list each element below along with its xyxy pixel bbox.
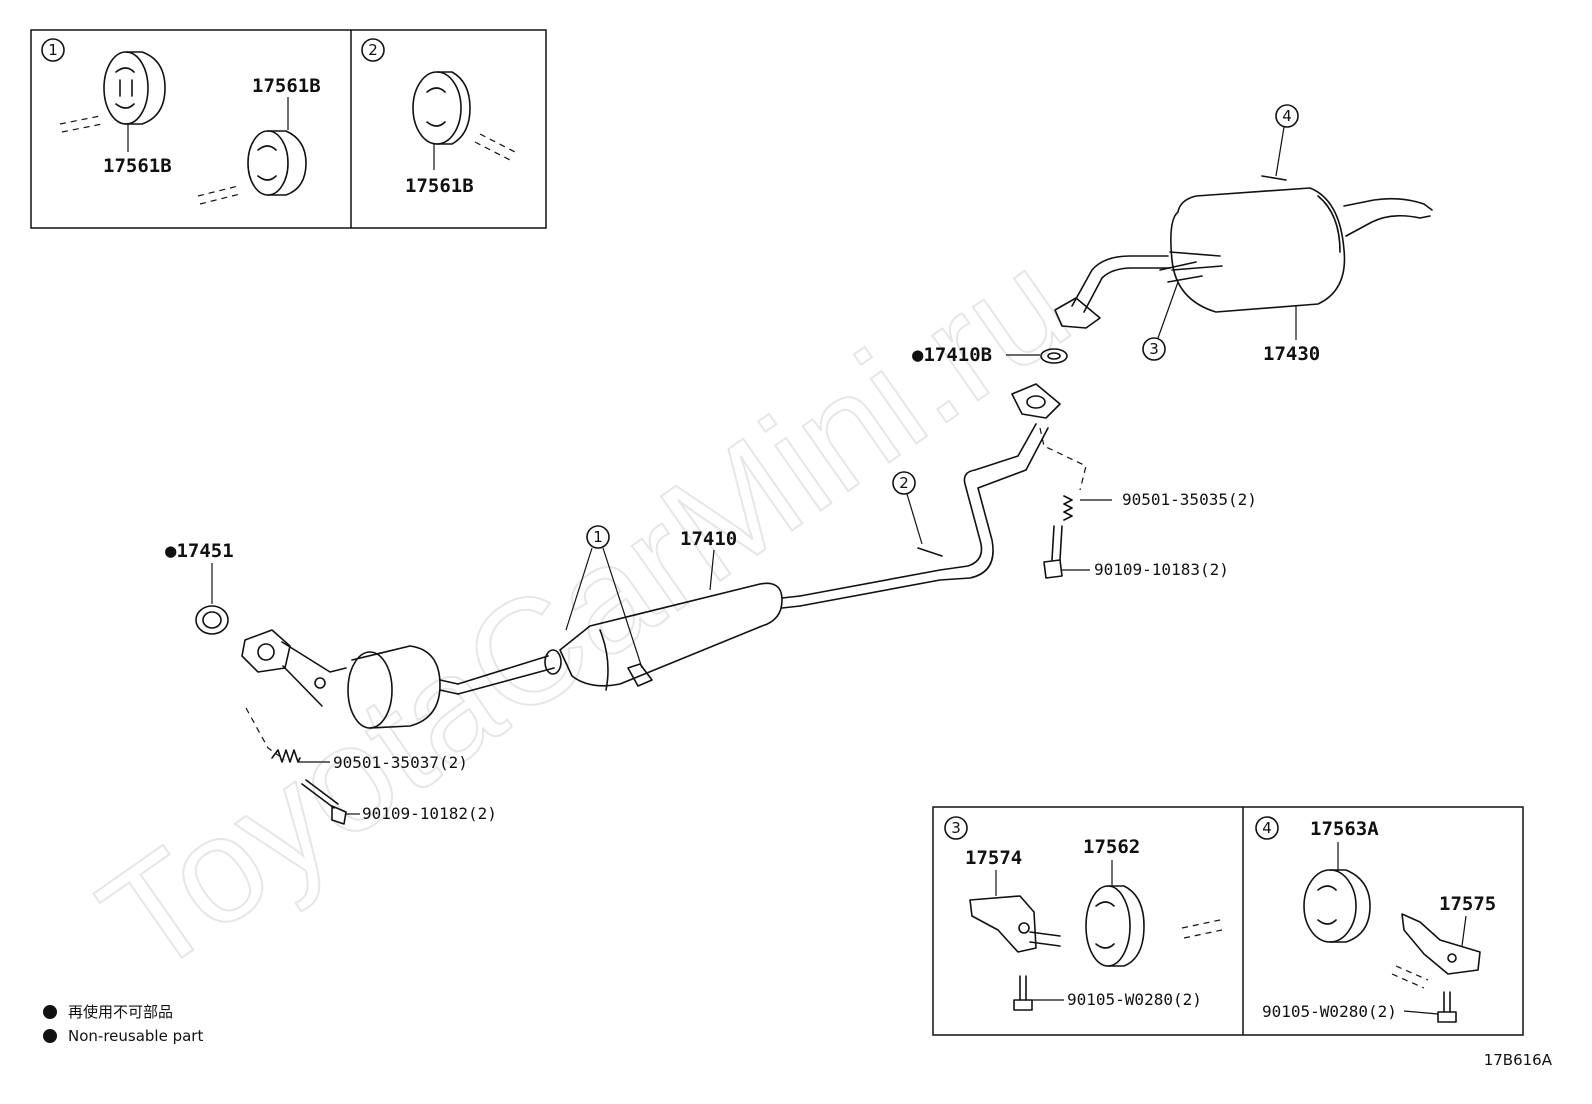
assembly-guide-line — [1039, 427, 1087, 491]
inset-4: 4 17563A 17575 90105-W0280(2) — [1255, 816, 1496, 1023]
gasket-center-icon — [1040, 348, 1068, 364]
rubber-insulator-icon — [1085, 885, 1145, 967]
inset-3-marker — [944, 816, 968, 840]
hanger-bracket-icon — [969, 895, 1061, 953]
label-pipe-assembly: 17410 — [680, 528, 737, 550]
label-bolt-inset3: 90105-W0280(2) — [1067, 990, 1202, 1009]
inset-1-marker-text: 1 — [48, 41, 58, 59]
spring-center-icon — [1063, 495, 1073, 521]
label-17574: 17574 — [965, 847, 1022, 869]
label-17563a: 17563A — [1310, 818, 1379, 840]
rear-muffler-icon — [1054, 175, 1433, 329]
label-17561b-c: 17561B — [405, 175, 474, 197]
inset-4-marker-text: 4 — [1262, 819, 1272, 837]
hanger-rod-icon — [1261, 175, 1287, 181]
inset-4-marker — [1255, 816, 1279, 840]
label-17575: 17575 — [1439, 893, 1496, 915]
label-bolt-front: 90109-10182(2) — [362, 804, 497, 823]
label-bolt-inset4: 90105-W0280(2) — [1262, 1002, 1397, 1021]
hanger-rod-icon — [197, 185, 241, 205]
rubber-insulator-icon — [1303, 869, 1371, 943]
bolt-center-icon — [1043, 525, 1063, 579]
inset-1: 1 17561B 17561B — [41, 38, 321, 205]
svg-text:2: 2 — [899, 474, 909, 492]
label-tail-pipe: 17430 — [1263, 343, 1320, 365]
svg-text:4: 4 — [1282, 107, 1292, 125]
rubber-insulator-icon — [247, 130, 307, 196]
hanger-rod-icon — [1391, 965, 1429, 989]
label-17561b-b: 17561B — [252, 75, 321, 97]
hanger-bracket-icon — [1401, 913, 1481, 975]
legend-japanese: 再使用不可部品 — [68, 1003, 173, 1021]
diagram-code: 17B616A — [1484, 1051, 1553, 1069]
label-gasket-center: ●17410B — [912, 344, 992, 366]
hanger-rod-icon — [59, 115, 103, 133]
inset-2-marker-text: 2 — [368, 41, 378, 59]
inset-3-marker-text: 3 — [951, 819, 961, 837]
bolt-front-icon — [301, 779, 347, 825]
ref-marker-3: 3 — [1142, 281, 1179, 361]
bolt-icon — [1013, 975, 1033, 1011]
svg-text:3: 3 — [1149, 340, 1159, 358]
spring-front-icon — [271, 749, 301, 763]
legend: 再使用不可部品 Non-reusable part — [43, 1003, 203, 1045]
inset-box-bottom — [932, 806, 1524, 1036]
ref-marker-1: 1 — [565, 525, 643, 669]
inset-1-marker — [41, 38, 65, 62]
inset-3: 3 17574 17562 90105-W0280(2) — [944, 816, 1223, 1011]
hanger-rod-icon — [474, 133, 516, 161]
label-17562: 17562 — [1083, 836, 1140, 858]
non-reusable-bullet-icon — [43, 1005, 57, 1019]
hanger-bracket-icon — [1159, 261, 1203, 283]
legend-english: Non-reusable part — [68, 1027, 203, 1045]
inset-box-top — [30, 29, 547, 229]
hanger-bracket-icon — [627, 663, 653, 687]
label-17561b-a: 17561B — [103, 155, 172, 177]
label-gasket-front: ●17451 — [165, 540, 234, 562]
rubber-insulator-icon — [412, 71, 471, 145]
ref-marker-2: 2 — [892, 471, 923, 545]
ref-marker-4: 4 — [1275, 104, 1299, 177]
hanger-rod-icon — [1181, 919, 1223, 939]
label-bolt-center: 90109-10183(2) — [1094, 560, 1229, 579]
gasket-front-icon — [195, 605, 229, 635]
rubber-insulator-icon — [103, 51, 166, 125]
label-spring-front: 90501-35037(2) — [333, 753, 468, 772]
inset-2: 2 17561B — [361, 38, 516, 197]
bolt-icon — [1437, 991, 1457, 1023]
label-spring-center: 90501-35035(2) — [1122, 490, 1257, 509]
front-catalytic-converter-icon — [241, 383, 1061, 729]
inset-2-marker — [361, 38, 385, 62]
svg-text:1: 1 — [593, 528, 603, 546]
non-reusable-bullet-icon — [43, 1029, 57, 1043]
hanger-rod-icon — [917, 547, 943, 557]
